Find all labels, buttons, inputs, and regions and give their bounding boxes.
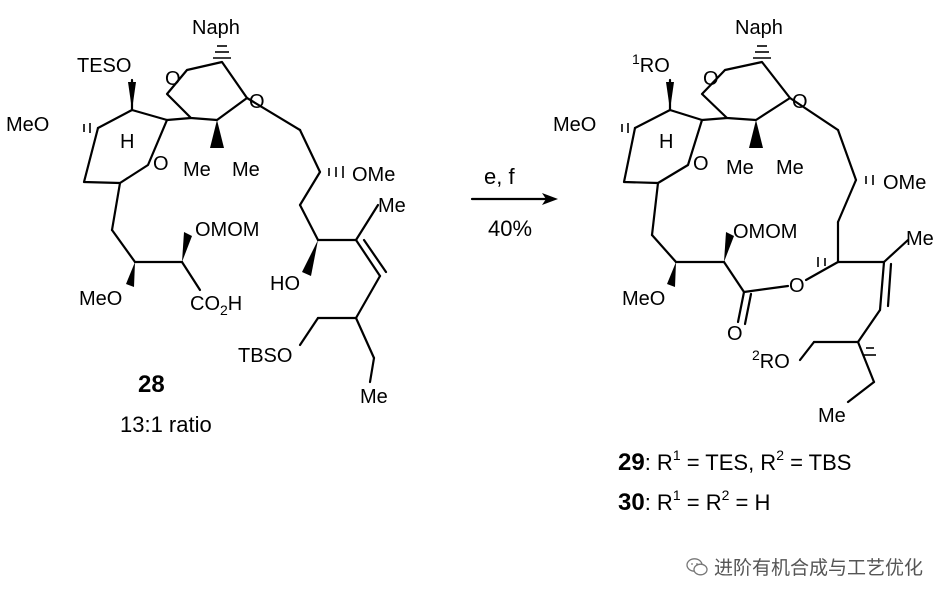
pr-carbonyl-o-label: O: [727, 323, 743, 345]
sm-tbso-label: TBSO: [238, 345, 292, 367]
sm-me1-label: Me: [183, 159, 211, 181]
watermark-text: 进阶有机合成与工艺优化: [713, 557, 923, 579]
pr-o1-label: O: [703, 68, 719, 90]
sm-stereo-bonds: [83, 45, 344, 287]
sm-me-alkene-label: Me: [378, 195, 406, 217]
product-stereo-bonds: [621, 45, 876, 356]
sm-carboxylic-acid-label: CO2H: [190, 293, 242, 318]
pr-o2-label: O: [792, 91, 808, 113]
product-bonds: [622, 60, 910, 404]
sm-meo-top-label: MeO: [6, 114, 49, 136]
pr-omom-label: OMOM: [733, 221, 797, 243]
pr-r1o-label: 1RO: [632, 51, 670, 77]
reaction-yield: 40%: [488, 216, 532, 241]
sm-h-label: H: [120, 131, 134, 153]
sm-bonds: [82, 60, 388, 384]
reaction-conditions: e, f: [484, 164, 515, 189]
pr-h-label: H: [659, 131, 673, 153]
pr-me-alkene-label: Me: [906, 228, 934, 250]
pr-me2-label: Me: [776, 157, 804, 179]
sm-o1-label: O: [165, 68, 181, 90]
pr-r2o-label: 2RO: [752, 347, 790, 373]
sm-ring-o-label: O: [153, 153, 169, 175]
sm-teso-label: TESO: [77, 55, 131, 77]
pr-ring-o-label: O: [693, 153, 709, 175]
sm-labels: Naph TESO MeO H O O O Me Me OMe Me OMOM …: [6, 17, 406, 408]
sm-ratio-caption: 13:1 ratio: [120, 412, 212, 437]
sm-compound-number: 28: [138, 371, 165, 398]
starting-material-28: Naph TESO MeO H O O O Me Me OMe Me OMOM …: [6, 17, 406, 437]
pr-meo-bottom-label: MeO: [622, 288, 665, 310]
pr-me-end-label: Me: [818, 405, 846, 427]
wechat-icon: [686, 557, 708, 575]
sm-ome-label: OMe: [352, 164, 395, 186]
sm-meo-bottom-label: MeO: [79, 288, 122, 310]
reaction-arrow-group: e, f 40%: [470, 164, 558, 241]
sm-me2-label: Me: [232, 159, 260, 181]
arrow-head-icon: [542, 193, 558, 205]
sm-naph-label: Naph: [192, 17, 240, 39]
pr-lactone-o-label: O: [789, 275, 805, 297]
sm-o2-label: O: [249, 91, 265, 113]
pr-ome-label: OMe: [883, 172, 926, 194]
product-compound-30: 30: R1 = R2 = H: [618, 487, 770, 516]
product-compound-29: 29: R1 = TES, R2 = TBS: [618, 447, 851, 476]
sm-me-end-label: Me: [360, 386, 388, 408]
pr-me1-label: Me: [726, 157, 754, 179]
sm-omom-label: OMOM: [195, 219, 259, 241]
watermark: 进阶有机合成与工艺优化: [686, 553, 923, 580]
sm-ho-label: HO: [270, 273, 300, 295]
product-labels: Naph 1RO MeO H O O O Me Me OMe OMOM Me M…: [553, 17, 934, 427]
pr-meo-top-label: MeO: [553, 114, 596, 136]
pr-naph-label: Naph: [735, 17, 783, 39]
product-29-30: Naph 1RO MeO H O O O Me Me OMe OMOM Me M…: [553, 17, 934, 516]
